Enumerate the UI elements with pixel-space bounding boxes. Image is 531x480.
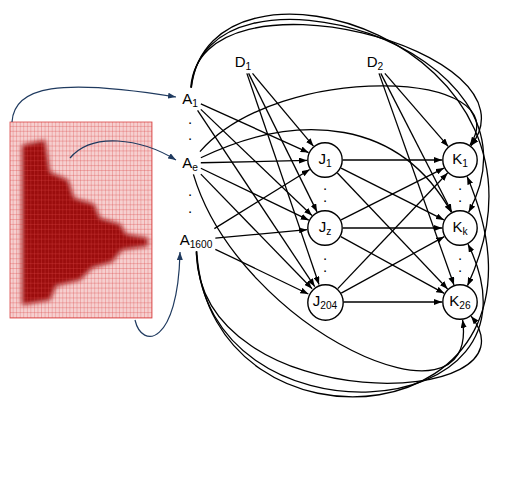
ellipsis-dot: . [458,259,462,274]
weight-connector [196,251,481,383]
input-label: A1600 [177,229,216,252]
subscript: e [192,161,198,172]
subscript: 26 [459,300,470,311]
weight-connector [247,73,319,284]
ellipsis-dot: . [323,189,327,204]
weight-connector [191,19,484,212]
ellipsis-dot: . [323,259,327,274]
weight-connector [201,104,309,153]
weight-connector [341,237,444,294]
weight-connector [201,168,309,220]
neuron-circle: Jz [307,210,343,246]
pixel-arrow [70,141,176,160]
node-label: K26 [449,293,470,311]
weight-connector [341,237,444,293]
ellipsis-dot: . [188,111,192,126]
input-label: A1 [179,88,201,111]
weight-connector [191,25,482,146]
weight-connector [214,169,309,228]
pixel-ground [10,122,152,318]
input-label: D2 [364,51,387,74]
node-label: K1 [452,151,468,169]
weight-connector [201,130,451,213]
subscript: k [462,226,467,237]
subscript: 1 [326,158,332,169]
weight-connector [215,249,308,294]
node-label: Ae [182,154,198,171]
node-label: A1 [182,90,198,107]
ellipsis-dot: . [188,183,192,198]
weight-connector [337,173,447,289]
weight-connector [379,73,454,285]
node-label: D1 [235,53,252,70]
ellipsis-dot: . [188,127,192,142]
subscript: z [326,226,331,237]
grid-border [10,122,152,318]
weight-connector [338,173,448,289]
weight-connector [343,159,442,160]
node-label: Kk [452,219,467,237]
ellipsis-dot: . [188,200,192,215]
subscript: 2 [378,60,384,71]
subscript: 1 [462,158,468,169]
node-label: J204 [313,293,338,311]
neuron-circle: K1 [442,142,478,178]
weight-connector [196,244,483,392]
subscript: 1 [246,60,252,71]
subscript: 1 [192,97,198,108]
weight-connector [343,227,442,228]
subscript: 1600 [190,238,213,249]
neuron-circle: J1 [307,142,343,178]
subscript: 204 [320,300,337,311]
neuron-circle: K26 [442,284,478,320]
pixel-arrow [135,252,180,336]
weight-connector [385,73,448,146]
input-label: Ae [179,152,201,175]
node-label: Jz [319,219,332,237]
weight-connector [197,177,489,397]
weight-connector [191,14,488,285]
input-label: D1 [232,51,255,74]
weight-connector [344,301,443,302]
pixel-grid [10,122,152,318]
pixel-arrow [12,87,176,122]
node-label: D2 [367,53,384,70]
weight-connector [381,73,452,212]
neuron-circle: Kk [442,210,478,246]
neuron-circle: J204 [307,284,344,321]
weight-connector [201,174,312,289]
node-label: J1 [318,151,331,169]
weight-connector [215,230,307,239]
ellipsis-dot: . [458,189,462,204]
node-label: A1600 [180,231,213,248]
